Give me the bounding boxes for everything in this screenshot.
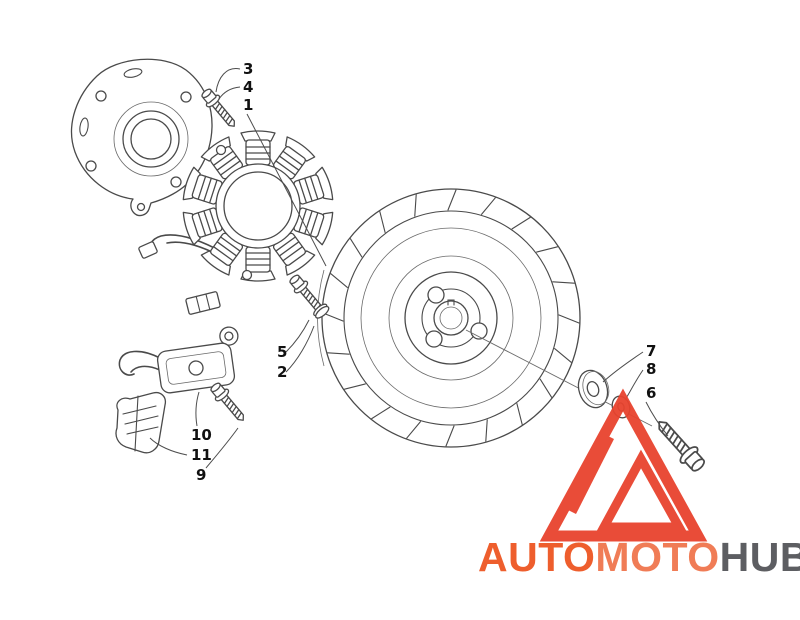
leader-line-3 — [215, 68, 241, 93]
leader-line-5 — [285, 319, 310, 353]
brand-segment-auto: AUTO — [478, 534, 595, 580]
leader-line-11 — [149, 437, 188, 456]
plate-hole — [180, 91, 192, 103]
leader-line-7 — [602, 351, 644, 383]
leader-line-10 — [195, 391, 200, 427]
leader-lines — [149, 68, 669, 469]
callouts: 3 4 1 5 2 10 11 9 7 8 6 — [191, 60, 656, 484]
plate-hole — [170, 176, 182, 188]
coil-wires — [118, 350, 161, 376]
terminal-connector — [185, 291, 221, 315]
stator-mount-hole — [215, 144, 227, 156]
keyway-notch — [447, 299, 455, 306]
callout-part-4: 4 — [243, 78, 253, 96]
callout-part-3: 3 — [243, 60, 253, 78]
coil-screw — [206, 379, 250, 427]
leader-line-8 — [624, 369, 644, 401]
stator-mount-hole — [241, 269, 253, 281]
leader-line-4 — [218, 86, 241, 100]
wire-connector — [138, 241, 158, 259]
hub-hole — [425, 330, 443, 348]
callout-part-9: 9 — [196, 466, 206, 484]
stator-assembly — [180, 130, 336, 282]
flywheel-bore — [433, 300, 469, 336]
leader-line-9 — [205, 427, 239, 469]
flywheel — [317, 188, 581, 448]
leader-line-2 — [285, 325, 315, 373]
stator-bolt — [285, 271, 330, 319]
thrust-washer — [577, 369, 610, 409]
brand-wordmark: AUTOMOTOHUB — [478, 534, 800, 580]
callout-part-10: 10 — [191, 426, 212, 444]
mount-clamp — [115, 391, 167, 454]
logo-outer-triangle — [539, 388, 708, 542]
callout-part-11: 11 — [191, 446, 212, 464]
plate-tab-hole — [136, 202, 146, 212]
callout-part-7: 7 — [646, 342, 656, 360]
logo-inner-triangle — [596, 449, 687, 532]
brand-segment-hub: HUB — [720, 534, 800, 580]
backing-plate — [70, 58, 213, 217]
callout-part-2: 2 — [277, 363, 287, 381]
callout-part-8: 8 — [646, 360, 656, 378]
hub-hole — [427, 286, 445, 304]
callout-part-1: 1 — [243, 96, 253, 114]
callout-part-5: 5 — [277, 343, 287, 361]
brand-segment-moto: MOTO — [595, 534, 719, 580]
stator-bolt-washer — [313, 303, 330, 319]
leader-line-1 — [246, 113, 327, 267]
watermark: AUTOMOTOHUB — [478, 388, 800, 580]
logo-accent-stroke — [567, 434, 615, 515]
plate-hole — [95, 90, 107, 102]
brand-logo-icon — [539, 388, 708, 542]
ignition-coil — [156, 326, 239, 394]
callout-part-6: 6 — [646, 384, 656, 402]
leader-line-6 — [645, 401, 669, 437]
plate-hole — [85, 160, 97, 172]
